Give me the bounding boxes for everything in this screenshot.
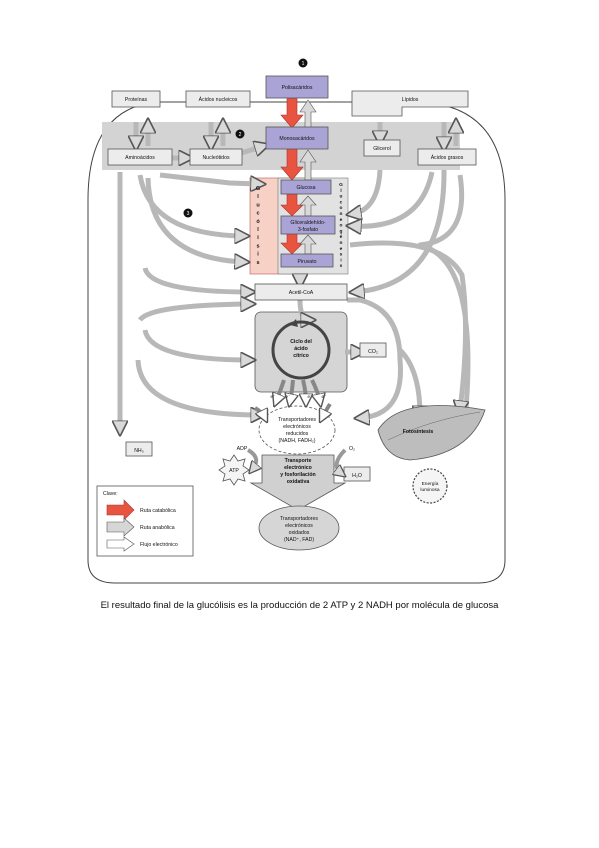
catabolic-arrows <box>280 97 304 255</box>
marker-2 <box>235 129 245 139</box>
label-transporte-4: oxidativa <box>287 479 310 485</box>
glucolisis-letter: ó <box>256 219 260 225</box>
glucolisis-letter: s <box>256 260 259 266</box>
label-aminoacidos: Aminoácidos <box>125 155 155 161</box>
label-nh3: NH₃ <box>134 448 144 454</box>
label-h2o: H₂O <box>352 473 362 479</box>
gluconeogenesis-letter: c <box>340 200 343 205</box>
glucolisis-letter: u <box>256 202 259 208</box>
label-gliceraldehido-1: Gliceraldehído- <box>290 220 325 226</box>
gluconeogenesis-letter: u <box>340 195 343 200</box>
sun-burst <box>412 468 448 504</box>
anabolic-arrows <box>120 122 468 430</box>
glucolisis-letter: i <box>257 252 259 258</box>
label-transporte-2: electrónico <box>284 465 312 471</box>
label-transporte-3: y fosforilación <box>280 472 315 478</box>
leaf-shape <box>377 405 486 461</box>
label-glucosa: Glucosa <box>296 185 315 191</box>
oxidized-carriers <box>258 505 340 551</box>
gluconeogenesis-letter: l <box>340 188 341 194</box>
label-e-1: e⁻ <box>271 394 277 399</box>
legend-title: Clave: <box>103 491 118 497</box>
macromolecule-boxes <box>107 90 477 482</box>
legend-electron-label: Flujo electrónico <box>140 542 178 548</box>
label-adp: ADP <box>237 446 248 452</box>
marker-3 <box>183 208 193 218</box>
gluconeogenesis-letter: i <box>340 257 341 263</box>
label-oxidados-4: (NAD⁺, FAD) <box>284 537 314 543</box>
o2-h2o-arrow <box>337 448 345 474</box>
marker-3-label: 3 <box>187 211 190 217</box>
gluconeogenesis-letter: g <box>340 229 343 234</box>
label-piruvato: Piruvato <box>297 259 316 265</box>
atp-burst <box>218 454 250 486</box>
label-nucleotidos: Nucleótidos <box>202 155 230 161</box>
oxphos-arrow <box>249 454 347 511</box>
carbohydrate-boxes <box>265 75 336 268</box>
glucolisis-letter: c <box>256 211 259 217</box>
label-monosacaridos: Monosacáridos <box>279 136 315 142</box>
gluconeogenesis-letter: o <box>340 224 343 229</box>
gluconeogenesis-letter: n <box>340 212 343 217</box>
tca-cycle-circle <box>271 320 331 380</box>
label-ciclo-3: cítrico <box>293 353 309 359</box>
electron-flow-arrows <box>253 379 330 418</box>
label-gliceraldehido-2: 3-fosfato <box>298 227 318 233</box>
marker-2-label: 2 <box>239 132 242 138</box>
label-acidos-grasos: Ácidos grasos <box>431 154 464 161</box>
gluconeogenesis-letter: n <box>340 241 343 246</box>
label-e-4: e⁻ <box>322 394 328 399</box>
glucolisis-letter: G <box>256 186 260 192</box>
marker-1-label: 1 <box>302 61 305 67</box>
gluconeogenesis-letter: s <box>340 253 343 258</box>
tca-region <box>254 311 348 393</box>
gluconeogenesis-letter: o <box>340 206 343 211</box>
marker-1 <box>298 58 308 68</box>
label-proteinas: Proteínas <box>125 97 148 103</box>
label-energia-2: luminosa <box>420 487 440 493</box>
label-fotosintesis: Fotosíntesis <box>403 429 434 435</box>
label-glicerol: Glicerol <box>373 146 391 152</box>
label-reducidos-1: Transportadores <box>278 417 316 423</box>
label-o2: O₂ <box>349 446 355 452</box>
legend-electron-swatch <box>106 536 135 552</box>
glucolisis-letter: i <box>257 235 259 241</box>
label-oxidados-2: electrónicos <box>285 523 313 529</box>
legend-anabolic-swatch <box>106 517 135 537</box>
label-ciclo-1: Ciclo del <box>290 339 312 345</box>
glucolisis-letter: l <box>257 194 259 200</box>
label-acetil-coa: Acetil-CoA <box>289 290 314 296</box>
label-atp: ATP <box>229 468 239 474</box>
gluconeogenesis-letter: G <box>339 182 343 188</box>
figure-caption: El resultado final de la glucólisis es l… <box>100 600 499 611</box>
glucolisis-letter: s <box>256 243 259 249</box>
legend-catabolic-label: Ruta catabólica <box>140 508 176 514</box>
adp-atp-arrow <box>246 448 256 470</box>
label-energia-1: Energía <box>422 481 439 487</box>
glucolisis-letter: l <box>257 227 259 233</box>
label-e-3: e⁻ <box>308 394 314 399</box>
label-reducidos-3: reducidos <box>286 431 309 437</box>
gluconeogenesis-letter: s <box>340 264 343 269</box>
label-ciclo-2: ácido <box>294 346 308 352</box>
anabolic-up-arrows <box>299 99 317 255</box>
label-polisacaridos: Polisacáridos <box>282 85 313 91</box>
label-oxidados-1: Transportadores <box>280 516 318 522</box>
label-oxidados-3: oxidados <box>289 530 310 536</box>
label-e-2: e⁻ <box>286 394 292 399</box>
label-transporte-1: Transporte <box>285 458 312 464</box>
label-reducidos-4: (NADH, FADH₂) <box>279 438 316 444</box>
label-acidos-nucleicos: Ácidos nucleicos <box>199 96 238 103</box>
label-co2: CO₂ <box>368 349 378 355</box>
label-reducidos-2: electrónicos <box>283 424 311 430</box>
gluconeogenesis-letter: é <box>340 234 343 240</box>
legend-catabolic-swatch <box>106 499 135 521</box>
legend-anabolic-label: Ruta anabólica <box>140 525 175 531</box>
gluconeogenesis-letter: e <box>340 247 343 252</box>
label-lipidos: Lípidos <box>402 97 419 103</box>
gluconeogenesis-letter: e <box>340 218 343 223</box>
